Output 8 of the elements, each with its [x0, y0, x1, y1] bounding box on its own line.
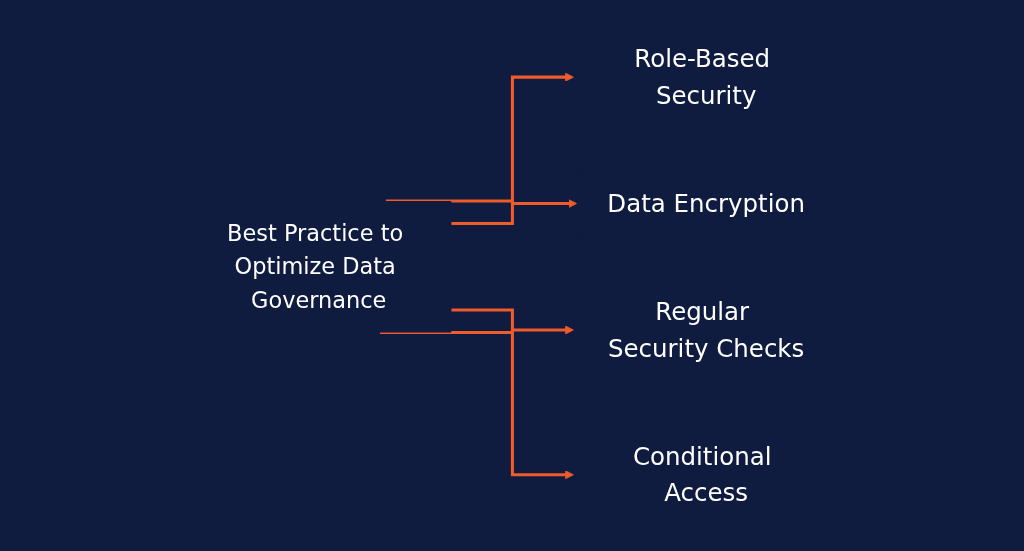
node-text: Role-Based Security — [633, 44, 770, 110]
arrow — [450, 308, 574, 334]
node-text: Data Encryption — [606, 188, 805, 218]
arrow — [385, 72, 574, 203]
arrow — [450, 198, 577, 225]
arrow — [379, 330, 574, 479]
node-text: Regular Security Checks — [607, 296, 804, 363]
node-text: Conditional Access — [632, 441, 772, 507]
